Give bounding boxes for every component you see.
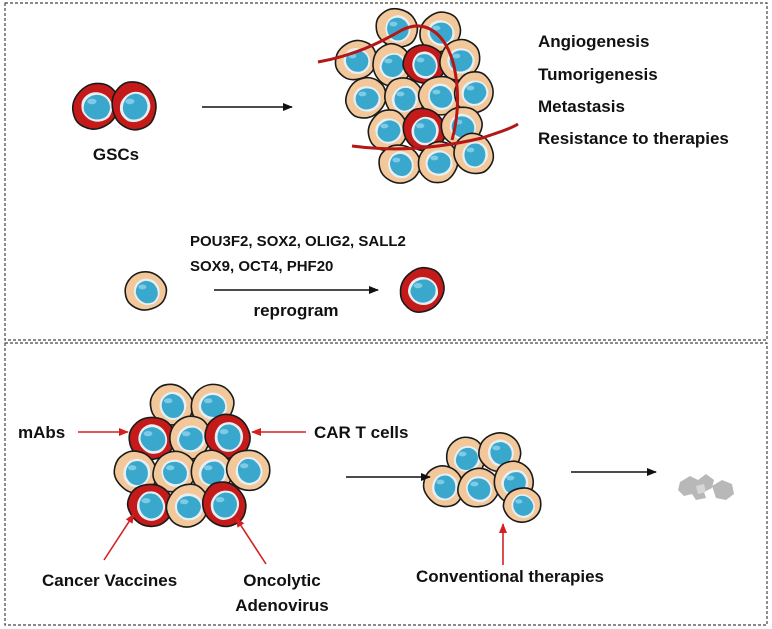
tumor-cell-icon	[225, 449, 271, 492]
factors-line-2: SOX9, OCT4, PHF20	[190, 258, 333, 275]
glioma-stem-cell-icon	[202, 481, 247, 528]
glioma-stem-cell-icon	[204, 413, 251, 460]
outcome-tumorigenesis: Tumorigenesis	[538, 65, 658, 84]
glioma-stem-cell-icon	[399, 266, 445, 313]
tumor-cell-icon	[367, 109, 408, 152]
arrow-oncolytic	[235, 517, 267, 565]
tumor-cell-icon	[169, 415, 212, 461]
car-t-label: CAR T cells	[314, 423, 408, 442]
oncolytic-label-line-2: Adenovirus	[235, 596, 329, 615]
conventional-therapies-label: Conventional therapies	[416, 567, 604, 586]
glioma-stem-cell-icon	[126, 483, 174, 528]
tumor-cell-icon	[372, 42, 412, 87]
blood-vessels	[317, 24, 519, 151]
tumor-cell-icon	[152, 450, 197, 493]
target-cluster	[113, 383, 271, 528]
outcome-angiogenesis: Angiogenesis	[538, 32, 649, 51]
blood-vessel-upper	[317, 24, 460, 141]
tumor-cell-icon	[384, 77, 425, 120]
tumor-cell-icon	[457, 467, 500, 508]
outcome-metastasis: Metastasis	[538, 97, 625, 116]
tumor-cell-icon	[439, 38, 481, 81]
gsc-pair	[71, 81, 157, 131]
tumor-cell-icon	[345, 76, 387, 119]
outcome-resistance: Resistance to therapies	[538, 129, 729, 148]
glioma-stem-cell-icon	[111, 81, 157, 131]
gsc-label: GSCs	[93, 145, 139, 164]
tumor-cell-icon	[378, 144, 422, 184]
tumor-cluster	[334, 7, 495, 184]
tumor-cell-icon	[124, 270, 168, 311]
vaccines-label: Cancer Vaccines	[42, 571, 177, 590]
blood-vessel-lower	[351, 122, 519, 151]
tumor-cell-icon	[149, 383, 194, 426]
arrow-vaccines	[103, 513, 135, 561]
tumor-cell-icon	[502, 487, 542, 523]
reprogram-cells	[124, 266, 445, 313]
glioma-stem-cell-icon	[71, 82, 120, 130]
reprogram-label: reprogram	[253, 301, 338, 320]
glioma-stem-cell-icon	[402, 44, 446, 84]
glioma-stem-cell-icon	[402, 107, 447, 152]
tumor-cell-icon	[417, 75, 462, 116]
glioma-stem-cell-icon	[128, 416, 177, 461]
factors-line-1: POU3F2, SOX2, OLIG2, SALL2	[190, 233, 406, 250]
tumor-cell-icon	[417, 140, 459, 184]
cell-debris-icon	[678, 474, 734, 500]
mabs-label: mAbs	[18, 423, 65, 442]
tumor-cell-icon	[165, 483, 210, 528]
oncolytic-label-line-1: Oncolytic	[243, 571, 320, 590]
